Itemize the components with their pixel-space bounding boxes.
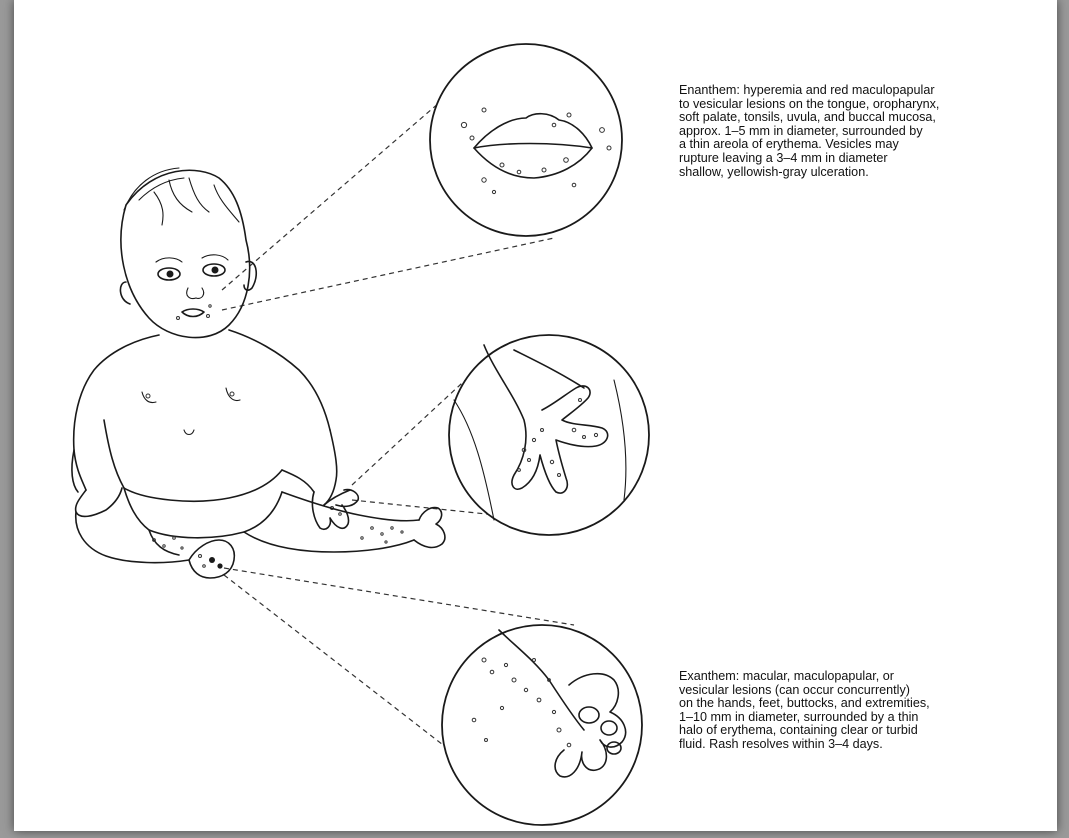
exanthem-line: on the hands, feet, buttocks, and extrem… (679, 697, 1029, 711)
leader-mouth-bottom (222, 238, 554, 310)
infant-figure (72, 168, 445, 578)
leader-mouth-top (222, 90, 454, 290)
enanthem-line: soft palate, tonsils, uvula, and buccal … (679, 111, 1039, 125)
infant-left-arm (76, 488, 122, 516)
illustration-page: Enanthem: hyperemia and red maculopapula… (14, 0, 1057, 831)
infant-right-leg (244, 492, 419, 552)
enanthem-description: Enanthem: hyperemia and red maculopapula… (679, 84, 1039, 179)
enanthem-line: Enanthem: hyperemia and red maculopapula… (679, 84, 1039, 98)
infant-hair (124, 168, 239, 225)
exanthem-line: fluid. Rash resolves within 3–4 days. (679, 738, 1029, 752)
exanthem-line: 1–10 mm in diameter, surrounded by a thi… (679, 711, 1029, 725)
infant-head (121, 170, 250, 337)
infant-mouth (182, 309, 204, 317)
foot-detail-circle (442, 625, 642, 825)
exanthem-line: halo of erythema, containing clear or tu… (679, 724, 1029, 738)
infant-right-foot (414, 508, 445, 548)
enanthem-line: approx. 1–5 mm in diameter, surrounded b… (679, 125, 1039, 139)
enanthem-line: a thin areola of erythema. Vesicles may (679, 138, 1039, 152)
exanthem-line: vesicular lesions (can occur concurrentl… (679, 684, 1029, 698)
infant-right-arm (282, 430, 337, 505)
mouth-detail-circle (430, 44, 622, 236)
infant-left-leg (76, 512, 189, 563)
infant-nose (187, 288, 204, 299)
exanthem-description: Exanthem: macular, maculopapular, or ves… (679, 670, 1029, 752)
enanthem-line: to vesicular lesions on the tongue, orop… (679, 98, 1039, 112)
infant-torso (74, 330, 330, 490)
hand-detail-circle (449, 335, 649, 535)
enanthem-line: shallow, yellowish-gray ulceration. (679, 166, 1039, 180)
enanthem-line: rupture leaving a 3–4 mm in diameter (679, 152, 1039, 166)
exanthem-line: Exanthem: macular, maculopapular, or (679, 670, 1029, 684)
infant-diaper (124, 488, 282, 538)
